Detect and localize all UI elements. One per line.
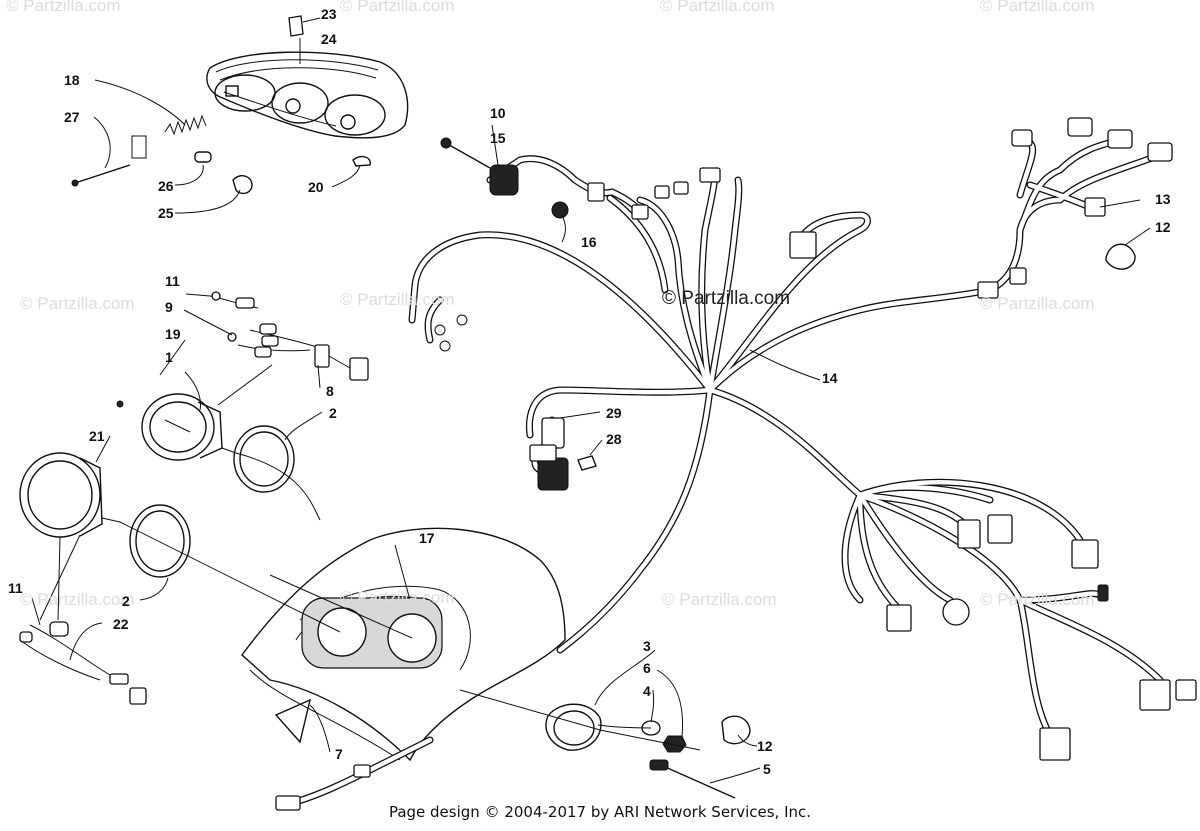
callout-12: 12 [1155,219,1171,235]
callout-3: 3 [643,638,651,654]
watermark: © Partzilla.com [340,290,455,309]
callout-10: 10 [490,105,506,121]
watermark-main: © Partzilla.com [662,288,791,309]
callout-11b: 11 [8,580,23,596]
callout-2b: 2 [122,593,130,609]
callout-27: 27 [64,109,80,125]
clip-23 [288,15,304,37]
headlight-assembly [71,15,409,214]
instrument-pod [119,521,566,762]
callout-26: 26 [158,178,174,194]
callout-22: 22 [113,616,129,632]
callout-9: 9 [165,299,173,315]
main-harness [408,117,1197,761]
callout-12b: 12 [757,738,773,754]
callout-16: 16 [581,234,597,250]
callout-17: 17 [419,530,435,546]
watermark: © Partzilla.com [20,294,135,313]
callout-19: 19 [165,326,181,342]
callout-5: 5 [763,761,771,777]
watermark: © Partzilla.com [20,590,135,609]
callout-13: 13 [1155,191,1171,207]
callout-4: 4 [643,683,651,699]
watermark: © Partzilla.com [980,0,1095,15]
gauge-assemblies [19,291,369,705]
callout-7: 7 [335,746,343,762]
callout-6: 6 [643,660,651,676]
callout-8: 8 [326,383,334,399]
callout-18: 18 [64,72,80,88]
callout-29: 29 [606,405,622,421]
callout-20: 20 [308,179,324,195]
callout-2: 2 [329,405,337,421]
watermark: © Partzilla.com [980,294,1095,313]
callout-1: 1 [165,349,173,365]
watermark: © Partzilla.com [340,588,455,607]
bottom-parts [275,649,761,811]
callout-14: 14 [822,370,838,386]
callout-21: 21 [89,428,105,444]
watermark: © Partzilla.com [660,0,775,15]
callout-11: 11 [165,273,180,289]
callout-25: 25 [158,205,174,221]
copyright-footer: Page design © 2004-2017 by ARI Network S… [388,803,812,821]
watermark: © Partzilla.com [980,590,1095,609]
watermark: © Partzilla.com [340,0,455,15]
watermark: © Partzilla.com [662,590,777,609]
callout-24: 24 [321,31,337,47]
callout-28: 28 [606,431,622,447]
watermark: © Partzilla.com [6,0,121,15]
callout-23: 23 [321,6,337,22]
callout-15: 15 [490,130,506,146]
